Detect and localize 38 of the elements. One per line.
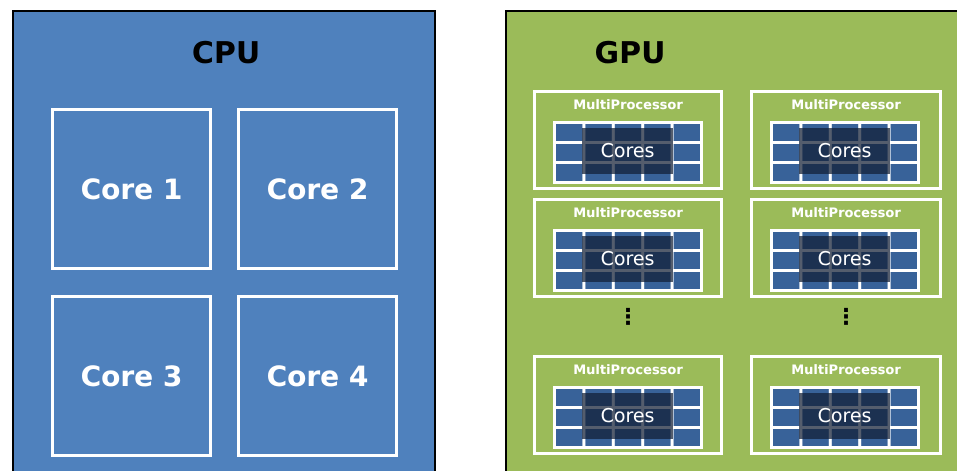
multiprocessor-label: MultiProcessor xyxy=(790,206,902,221)
core-box xyxy=(51,108,212,270)
panel-title: GPU xyxy=(594,36,666,71)
cores-label: Cores xyxy=(818,405,872,427)
cores-label: Cores xyxy=(600,248,654,270)
cores-label: Cores xyxy=(600,405,654,427)
core-label: Core 2 xyxy=(266,172,368,206)
ellipsis-mark: ⋮ xyxy=(617,305,639,330)
multiprocessor-box xyxy=(533,355,723,455)
core-box xyxy=(51,295,212,457)
multiprocessor-label: MultiProcessor xyxy=(572,98,684,113)
cores-block xyxy=(799,128,890,174)
multiprocessor-box xyxy=(533,90,723,190)
multiprocessor-label: MultiProcessor xyxy=(572,363,684,378)
multiprocessor-box xyxy=(750,355,942,455)
core-label: Core 4 xyxy=(266,360,368,392)
core-box xyxy=(237,295,398,457)
cores-block xyxy=(582,393,673,439)
multiprocessor-box xyxy=(533,198,723,298)
multiprocessor-label: MultiProcessor xyxy=(572,206,684,221)
multiprocessor-label: MultiProcessor xyxy=(790,98,902,113)
multiprocessor-label: MultiProcessor xyxy=(790,363,902,378)
cores-label: Cores xyxy=(818,248,872,270)
gpu-panel xyxy=(505,10,957,471)
core-box xyxy=(237,108,398,270)
cores-block xyxy=(582,128,673,174)
multiprocessor-box xyxy=(750,90,942,190)
ellipsis-mark: ⋮ xyxy=(835,305,857,330)
core-label: Core 1 xyxy=(80,172,182,206)
cpu-panel xyxy=(12,10,436,471)
cores-label: Cores xyxy=(600,140,654,162)
cores-block xyxy=(799,236,890,282)
multiprocessor-box xyxy=(750,198,942,298)
panel-title: CPU xyxy=(192,36,260,71)
core-label: Core 3 xyxy=(80,360,182,392)
cores-label: Cores xyxy=(818,140,872,162)
cores-block xyxy=(799,393,890,439)
cores-block xyxy=(582,236,673,282)
